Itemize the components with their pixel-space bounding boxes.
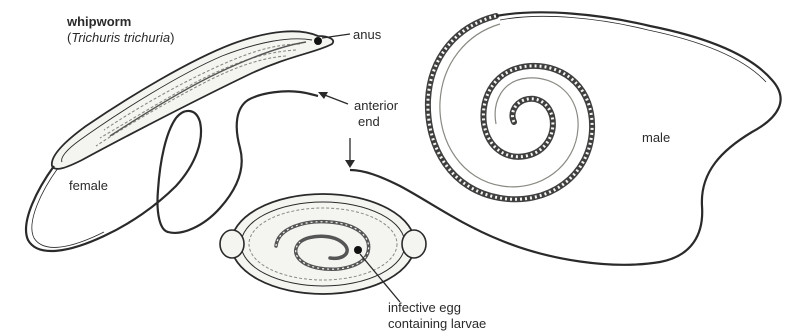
female-body-outline: [52, 31, 333, 169]
diagram-subtitle: (Trichuris trichuria): [67, 30, 174, 45]
anterior-end-arrowhead: [345, 160, 355, 168]
male-worm: [350, 12, 781, 264]
subtitle-latin-name: Trichuris trichuria: [71, 30, 170, 45]
egg-shell-outer: [231, 194, 415, 294]
label-female: female: [69, 178, 108, 193]
egg-polar-plug-right: [402, 230, 426, 258]
male-coil-secondary: [440, 24, 578, 187]
infective-egg: [220, 194, 426, 294]
label-containing-larvae: containing larvae: [388, 316, 486, 331]
egg-polar-plug-left: [220, 230, 244, 258]
diagram-title: whipworm: [67, 14, 131, 29]
label-anus: anus: [353, 27, 381, 42]
female-anus-dot: [314, 37, 322, 45]
egg-marker-dot: [354, 246, 362, 254]
label-end: end: [358, 114, 380, 129]
male-coil-outer: [428, 16, 592, 199]
label-anterior: anterior: [354, 98, 398, 113]
label-infective-egg: infective egg: [388, 300, 461, 315]
label-male: male: [642, 130, 670, 145]
subtitle-close-paren: ): [170, 30, 174, 45]
